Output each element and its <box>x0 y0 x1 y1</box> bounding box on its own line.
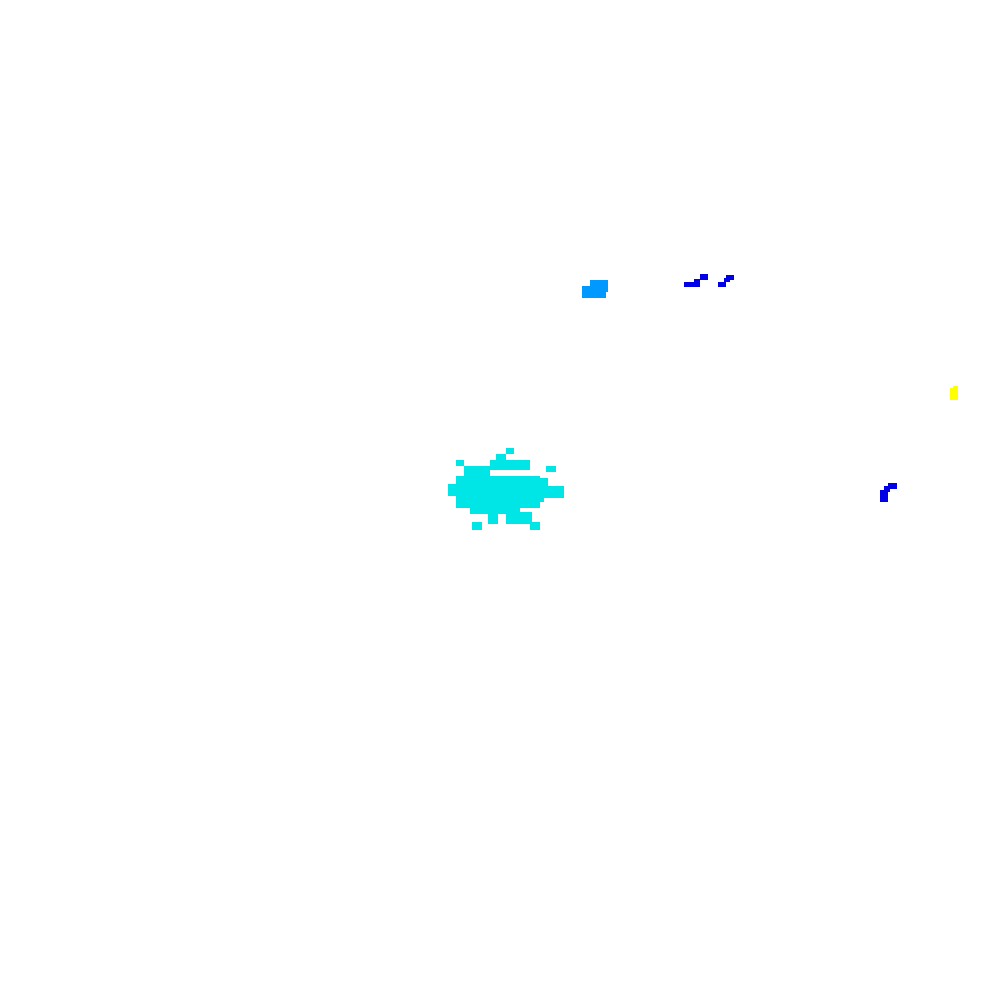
blue-fragments-top-pixel <box>726 275 734 280</box>
blue-fragments-top-pixel <box>694 279 700 283</box>
yellow-dot-pixel <box>953 386 958 390</box>
cyan-cluster-pixel <box>496 454 506 460</box>
cyan-cluster-pixel <box>538 478 548 486</box>
cyan-cluster-pixel <box>472 522 482 530</box>
cyan-cluster-pixel <box>464 490 472 496</box>
yellow-dot <box>950 386 958 400</box>
light-blue-blob-pixel <box>590 280 608 292</box>
cyan-cluster-pixel <box>506 448 514 454</box>
cyan-cluster-pixel <box>540 486 564 498</box>
blue-fragment-right <box>880 483 897 502</box>
cyan-cluster-pixel <box>456 498 466 508</box>
cyan-cluster-pixel <box>532 494 544 502</box>
cyan-cluster-pixel <box>456 476 540 498</box>
cyan-cluster-pixel <box>530 522 540 530</box>
blue-fragments-top-pixel <box>718 282 726 287</box>
cyan-cluster-pixel <box>488 512 498 524</box>
cyan-cluster-pixel <box>506 512 532 524</box>
cyan-cluster <box>448 448 564 530</box>
light-blue-blob <box>582 280 608 298</box>
blue-fragments-top <box>684 274 734 287</box>
cyan-cluster-pixel <box>490 460 530 470</box>
blue-fragments-top-pixel <box>700 274 708 280</box>
cyan-cluster-pixel <box>470 506 520 514</box>
blue-fragment-right-pixel <box>880 490 888 502</box>
cyan-cluster-pixel <box>448 484 462 496</box>
cyan-cluster-pixel <box>460 498 540 508</box>
cyan-cluster-pixel <box>520 462 530 470</box>
blue-fragment-right-pixel <box>888 483 897 489</box>
blue-fragments-top-pixel <box>684 282 700 287</box>
cyan-cluster-pixel <box>456 460 464 466</box>
light-blue-blob-pixel <box>592 290 606 298</box>
yellow-dot-pixel <box>950 388 958 400</box>
blue-fragment-right-pixel <box>884 486 890 492</box>
cyan-cluster-pixel <box>546 466 556 472</box>
